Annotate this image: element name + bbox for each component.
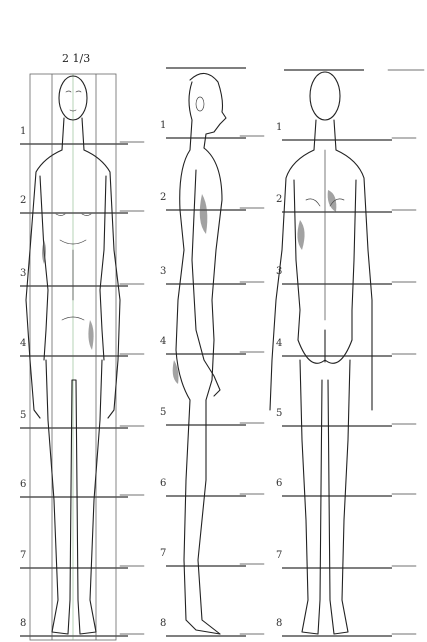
side-head-mark-4: 4 xyxy=(160,336,166,347)
front-head-mark-7: 7 xyxy=(20,550,26,561)
side-head-mark-5: 5 xyxy=(160,407,166,418)
side-head-mark-8: 8 xyxy=(160,618,166,629)
side-head-mark-7: 7 xyxy=(160,548,166,559)
back-body-drawing xyxy=(270,72,372,634)
back-head-mark-2: 2 xyxy=(276,194,282,205)
front-figure-panel: 2 1/3 1 2 3 4 5 6 7 8 xyxy=(20,52,144,640)
back-head-mark-4: 4 xyxy=(276,338,282,349)
back-head-mark-6: 6 xyxy=(276,478,282,489)
front-head-mark-5: 5 xyxy=(20,410,26,421)
side-head-mark-1: 1 xyxy=(160,120,166,131)
front-head-mark-4: 4 xyxy=(20,338,26,349)
back-head-mark-7: 7 xyxy=(276,550,282,561)
side-head-mark-6: 6 xyxy=(160,478,166,489)
back-head-mark-8: 8 xyxy=(276,618,282,629)
front-width-label: 2 1/3 xyxy=(62,52,90,65)
back-head-mark-5: 5 xyxy=(276,408,282,419)
front-head-mark-6: 6 xyxy=(20,479,26,490)
side-figure-panel: 1 2 3 4 5 6 7 8 xyxy=(160,68,264,636)
back-head-mark-1: 1 xyxy=(276,122,282,133)
side-head-mark-3: 3 xyxy=(160,266,166,277)
front-head-guides: 1 2 3 4 5 6 7 8 xyxy=(20,126,144,636)
side-head-mark-2: 2 xyxy=(160,192,166,203)
front-head-mark-2: 2 xyxy=(20,195,26,206)
front-head-mark-8: 8 xyxy=(20,618,26,629)
front-head-mark-3: 3 xyxy=(20,268,26,279)
front-head-mark-1: 1 xyxy=(20,126,26,137)
